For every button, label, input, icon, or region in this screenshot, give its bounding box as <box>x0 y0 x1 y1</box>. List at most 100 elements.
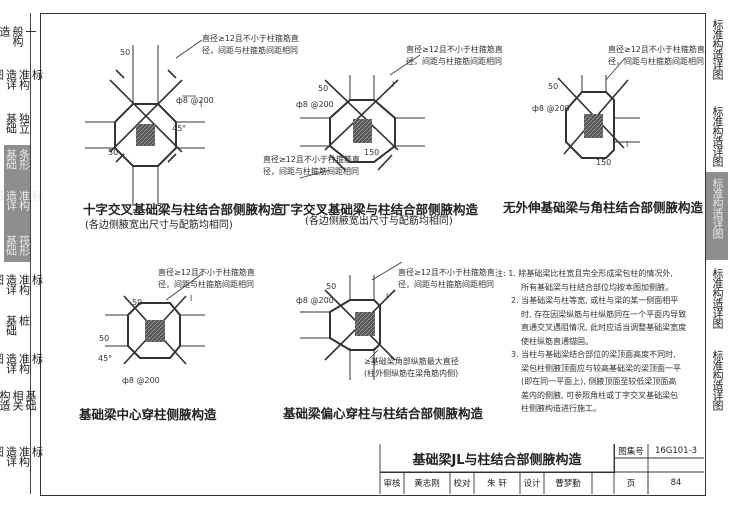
right-tab-text: 标准构造详图 <box>711 268 724 328</box>
eccentric-note-line1: 直径≥12且不小于柱箍筋直 <box>398 268 495 277</box>
left-tab-text: 构造 <box>0 389 11 410</box>
note-line: 梁包柱侧腋顶面应与较高基础梁的梁顶面一平 <box>521 363 681 373</box>
eccentric-la-label: l <box>386 292 389 301</box>
right-tab[interactable]: 标准构造详图 <box>706 262 728 342</box>
corner-caption: 无外伸基础梁与角柱结合部侧腋构造 <box>503 200 704 215</box>
left-tab-text: 造详 <box>4 190 18 210</box>
left-tab[interactable]: 桩基础 <box>4 305 31 344</box>
corner-stirrup-label: ф8 @200 <box>532 104 570 113</box>
left-tab-text: 基础 <box>4 314 18 335</box>
left-tab-text: 准构 <box>17 190 31 210</box>
center-angle-label: 45° <box>98 354 113 363</box>
left-tab-text: 基础 <box>24 389 37 410</box>
left-tab-text: 标 <box>30 445 44 456</box>
left-tab-text: 相关 <box>11 389 24 410</box>
center-caption: 基础梁中心穿柱侧腋构造 <box>79 407 217 422</box>
cross-note-line2: 径，间距与柱箍筋间距相同 <box>202 46 298 55</box>
tee-caption: 丁字交叉基础梁与柱结合部侧腋构造 <box>278 202 479 217</box>
left-tab-text: 基础 <box>4 148 18 169</box>
left-tab-text: 一 <box>24 25 37 36</box>
cross-subcaption: (各边侧腋宽出尺寸与配筋均相同) <box>85 220 233 231</box>
eccentric-dim-50: 50 <box>326 282 337 291</box>
left-tab[interactable]: 标准构造详图 <box>0 58 44 100</box>
cross-stirrup-label: ф8 @200 <box>176 96 214 105</box>
left-tab[interactable]: 基础相关构造 <box>0 382 37 417</box>
right-tab[interactable]: 标准构造详图 <box>706 13 728 98</box>
right-tab[interactable]: 标准构造详图 <box>706 172 728 260</box>
left-tab-text: 图 <box>0 445 5 456</box>
left-tab-text: 造详 <box>4 273 18 294</box>
left-tab-text: 造详 <box>4 69 18 89</box>
left-tab[interactable]: 一般构造 <box>0 13 37 58</box>
note-line: 所有基础梁与柱结合部位均按本图加侧腋。 <box>521 282 673 292</box>
eccentric-joint-drawing <box>300 261 403 380</box>
tee-note-line4: 径，间距与柱箍筋间距相同 <box>263 167 359 176</box>
drawing-title: 基础梁JL与柱结合部侧腋构造 <box>380 444 615 473</box>
eccentric-note-line3: ≥基础梁角部纵筋最大直径 <box>364 357 459 366</box>
left-tab-text: 标 <box>30 190 44 200</box>
left-tab-text: 图 <box>0 273 5 284</box>
left-tab-text: 准构 <box>17 69 31 89</box>
left-tab-text: 造 <box>0 25 11 36</box>
center-note-line1: 直径≥12且不小于柱箍筋直 <box>158 268 255 277</box>
corner-dim-150: 150 <box>596 158 612 167</box>
tee-dim-150: 150 <box>364 148 380 157</box>
left-tab[interactable]: 筏形基础 <box>4 228 31 262</box>
page-number: 84 <box>670 478 682 488</box>
left-tab-text: 桩 <box>17 314 31 325</box>
atlas-number-label: 图集号 <box>618 447 644 457</box>
note-line: 注: 1. 除基础梁比柱宽且完全形成梁包柱的情况外, <box>495 269 673 278</box>
corner-dim-50: 50 <box>548 82 559 91</box>
center-dim-50-top: 50 <box>132 298 143 307</box>
note-line: (即在同一平面上), 侧腋顶面至较低梁顶面高 <box>521 377 677 386</box>
left-tab-text: 造详 <box>4 445 18 466</box>
designer-name: 曹梦勤 <box>555 479 581 489</box>
note-line: 使柱纵筋直通锚固。 <box>521 336 593 346</box>
right-tab-text: 标准构造详图 <box>711 19 724 79</box>
column-section-cross <box>136 124 155 146</box>
drawing-frame <box>40 13 706 496</box>
corner-note-line2: 径，间距与柱箍筋间距相同 <box>608 57 704 66</box>
eccentric-stirrup-label: ф8 @200 <box>296 296 334 305</box>
tee-la-label: l <box>392 80 395 89</box>
left-tab-text: 般构 <box>11 25 24 46</box>
cross-dim-50-bottom: 50 <box>108 148 119 157</box>
tee-stirrup-label: ф8 @200 <box>296 100 334 109</box>
left-tab[interactable]: 条形基础 <box>4 145 31 172</box>
left-tab[interactable]: 标准构造详图 <box>0 417 44 494</box>
right-tab[interactable]: 标准构造详图 <box>706 344 728 434</box>
checker-name: 朱 轩 <box>487 479 507 489</box>
design-label: 设计 <box>523 479 541 489</box>
right-tab-text: 标准构造详图 <box>711 106 724 166</box>
eccentric-note-line2: 径，间距与柱箍筋间距相同 <box>398 280 494 289</box>
left-tab[interactable]: 标准构造详图 <box>0 172 44 228</box>
check-label: 校对 <box>453 479 471 489</box>
eccentric-note-line4: (柱外侧纵筋在梁角筋内侧) <box>364 369 459 378</box>
left-tab-text: 条形 <box>17 148 31 169</box>
tee-note-line3: 直径≥12且不小于柱箍筋直 <box>263 155 360 164</box>
tee-note-line2: 径，间距与柱箍筋间距相同 <box>406 57 502 66</box>
column-section-tee <box>353 119 372 143</box>
center-note-line2: 径，间距与柱箍筋间距相同 <box>158 280 254 289</box>
left-tab-text: 图 <box>0 353 5 363</box>
left-tab-text: 图 <box>0 190 5 200</box>
title-block: 基础梁JL与柱结合部侧腋构造 <box>380 444 704 494</box>
left-tab-text: 基础 <box>4 235 18 255</box>
note-line: 时, 存在因梁纵筋与柱纵筋同在一个平面内导致 <box>521 309 687 319</box>
left-tab[interactable]: 标准构造详图 <box>0 344 44 382</box>
left-tab[interactable]: 标准构造详图 <box>0 262 44 305</box>
reviewer-name: 黄志刚 <box>414 479 440 489</box>
center-dim-50-left: 50 <box>99 334 110 343</box>
center-la-label: l <box>190 294 193 303</box>
left-tab[interactable]: 独立基础 <box>4 100 31 145</box>
right-tab[interactable]: 标准构造详图 <box>706 100 728 170</box>
left-tab-text: 准构 <box>17 273 31 294</box>
left-tab-text: 图 <box>0 69 5 79</box>
column-section-corner <box>584 114 603 138</box>
note-line: 直通交叉遇阻情况, 此时应适当调整基础梁宽度 <box>521 323 687 332</box>
left-tab-text: 造详 <box>4 353 18 373</box>
note-line: 差内的侧腋, 可参照角柱或丁字交叉基础梁包 <box>521 390 679 400</box>
page-label: 页 <box>626 479 636 489</box>
left-tab-text: 标 <box>30 353 44 363</box>
